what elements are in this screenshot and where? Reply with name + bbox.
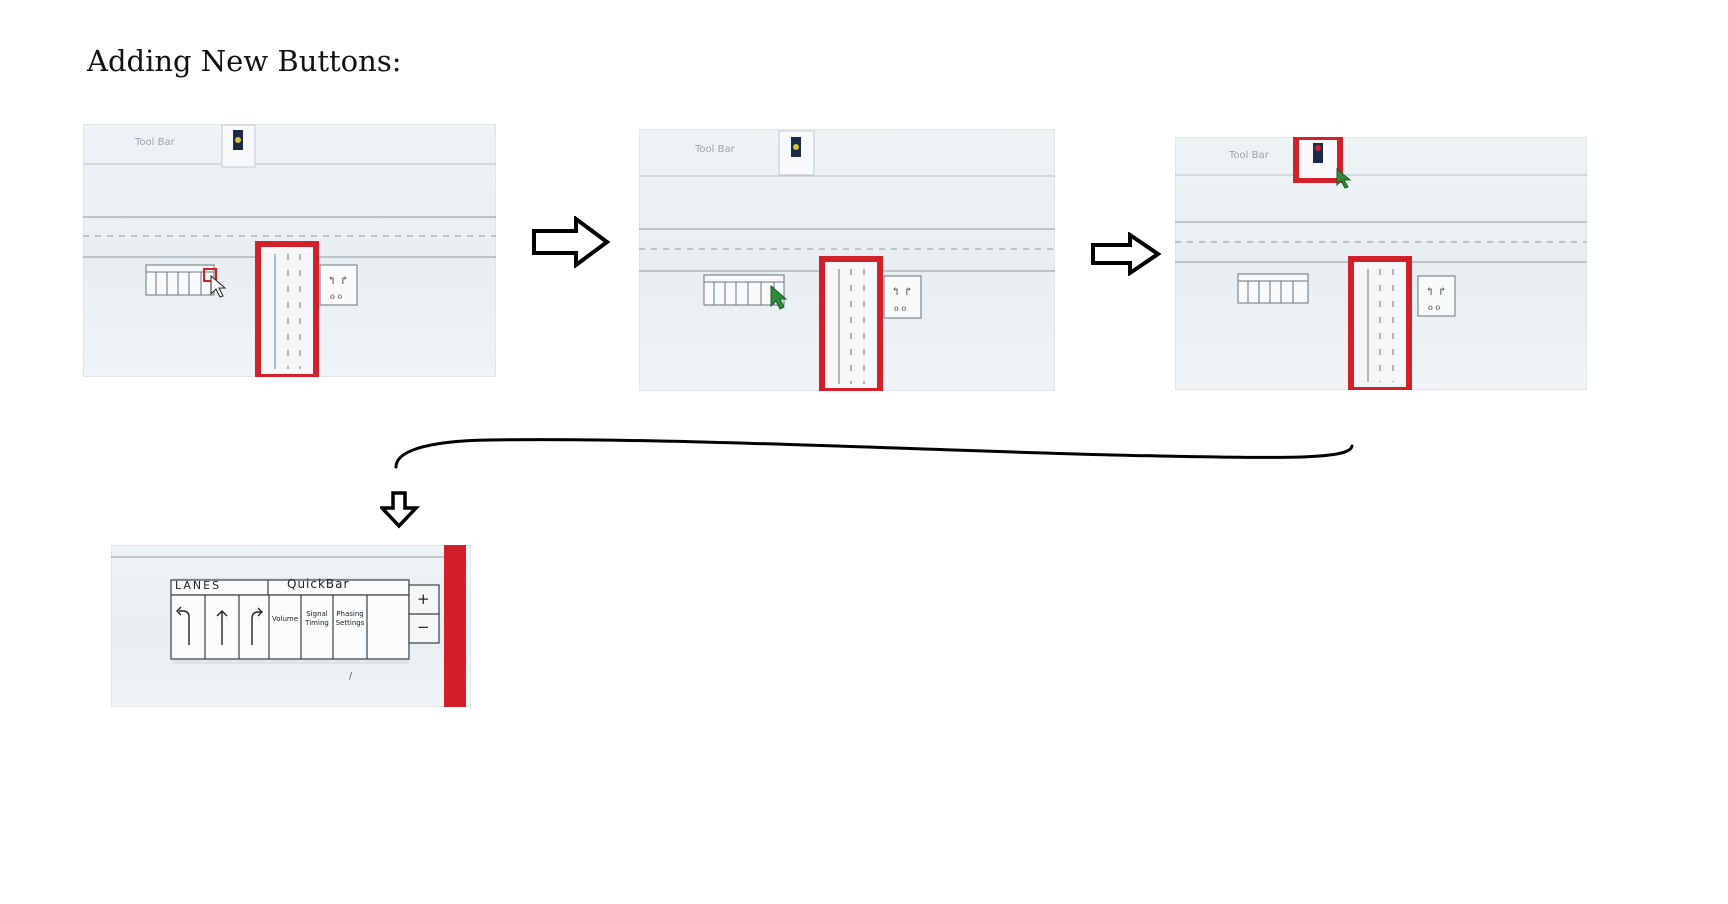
arrow-right-icon: [532, 216, 611, 268]
sketch-drawing: ↰ ↱ o o: [1175, 137, 1587, 390]
volume-button[interactable]: Volume: [271, 615, 299, 623]
svg-text:↰ ↱: ↰ ↱: [1425, 285, 1447, 298]
svg-text:o o: o o: [1428, 303, 1440, 312]
lanes-quickbar-mini: [1237, 273, 1309, 304]
quickbar-header: QuickBar: [287, 577, 350, 591]
lanes-header: LANES: [175, 579, 222, 592]
svg-text:o o: o o: [330, 292, 342, 301]
arrow-down-icon: [380, 491, 420, 529]
arrow-right-icon: [1091, 232, 1162, 276]
svg-text:o o: o o: [894, 304, 906, 313]
svg-text:↰ ↱: ↰ ↱: [327, 274, 349, 287]
phasing-settings-button[interactable]: Phasing Settings: [335, 610, 365, 627]
sketch-drawing: ↰ ↱ o o: [83, 124, 496, 377]
signal-timing-button[interactable]: Signal Timing: [305, 610, 329, 627]
toolbar-label: Tool Bar: [135, 137, 175, 148]
svg-text:↰ ↱: ↰ ↱: [891, 285, 913, 298]
toolbar-label: Tool Bar: [1229, 150, 1269, 161]
toolbar-label: Tool Bar: [695, 144, 735, 155]
traffic-signal-icon: [221, 124, 256, 168]
sketch-photo-step-2: Tool Bar ↰ ↱ o o: [639, 129, 1055, 391]
sketch-drawing: ↰ ↱ o o: [639, 130, 1055, 391]
quickbar-detail-drawing: /: [111, 545, 466, 707]
page-title: Adding New Buttons:: [87, 44, 402, 78]
sketch-photo-step-3: Tool Bar ↰ ↱ o o: [1175, 137, 1587, 390]
connector-curve: [394, 438, 1354, 469]
sketch-photo-step-1: Tool Bar: [83, 124, 496, 377]
traffic-signal-icon: [1293, 137, 1343, 183]
lane-arrows: [176, 606, 263, 645]
quickbar-detail-photo: / LANES QuickBar Volume Signal Timing Ph…: [111, 545, 471, 707]
add-button[interactable]: +: [417, 590, 430, 608]
traffic-signal-icon: [778, 130, 815, 176]
remove-button[interactable]: −: [417, 618, 430, 636]
svg-text:/: /: [349, 672, 353, 682]
